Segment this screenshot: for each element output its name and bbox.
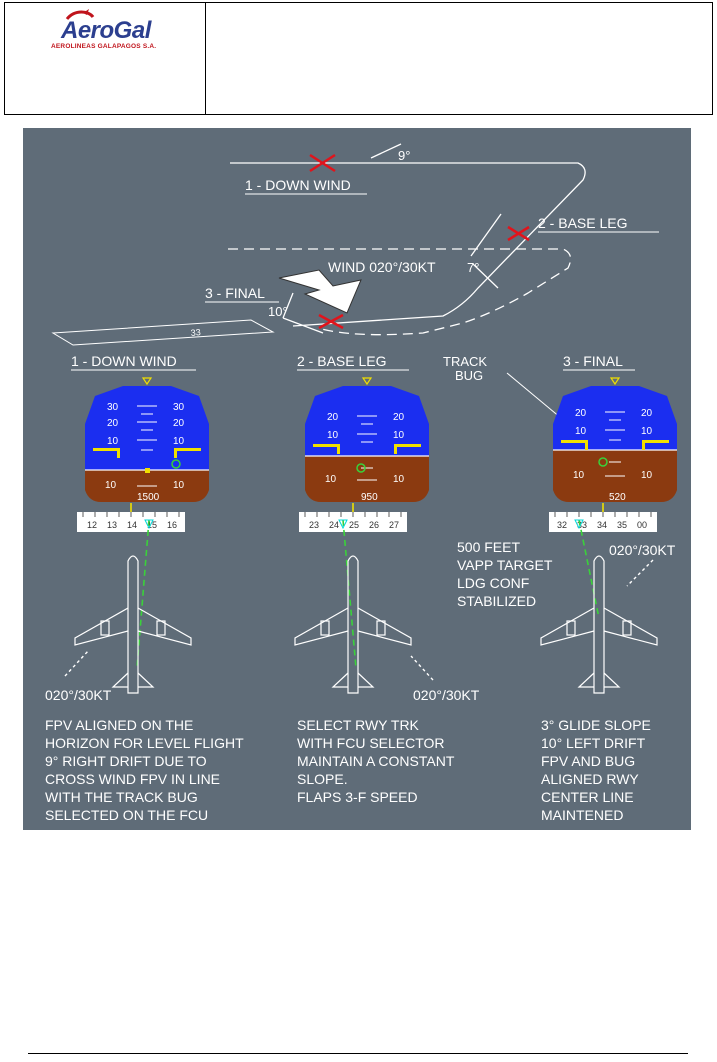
document-header: AeroGal AEROLINEAS GALAPAGOS S.A. (4, 2, 713, 115)
final-notes: 500 FEET VAPP TARGET LDG CONF STABILIZED (457, 539, 553, 609)
approach-diagram-svg: 33 1 - DOWN WIND 2 - BASE LEG 3 - FINAL … (45, 143, 677, 703)
pfd-base: 20 20 10 10 10 10 950 (305, 377, 429, 503)
svg-text:32: 32 (557, 520, 567, 530)
logo-cell: AeroGal AEROLINEAS GALAPAGOS S.A. (5, 3, 206, 114)
label-downwind: 1 - DOWN WIND (245, 177, 351, 193)
wind-arrow-base (410, 655, 434, 681)
svg-text:10: 10 (641, 470, 653, 481)
svg-text:10: 10 (173, 436, 185, 447)
heading-tape-downwind: 12 13 14 15 16 (77, 512, 185, 532)
runway-number: 33 (190, 327, 201, 338)
svg-text:13: 13 (107, 520, 117, 530)
svg-text:10: 10 (393, 474, 405, 485)
svg-text:26: 26 (369, 520, 379, 530)
svg-text:20: 20 (393, 412, 405, 423)
svg-text:30: 30 (107, 402, 119, 413)
panel-title-final: 3 - FINAL (563, 353, 623, 369)
svg-text:10: 10 (325, 474, 337, 485)
heading-tape-final: 32 33 34 35 00 (549, 512, 657, 532)
svg-text:10: 10 (641, 426, 653, 437)
logo-subtitle: AEROLINEAS GALAPAGOS S.A. (51, 43, 157, 50)
aircraft-marker-base (507, 225, 530, 242)
svg-text:30: 30 (173, 402, 185, 413)
label-angle-9: 9° (398, 148, 410, 163)
track-lines (130, 503, 604, 669)
caption-downwind: FPV ALIGNED ON THE HORIZON FOR LEVEL FLI… (45, 717, 244, 823)
svg-text:14: 14 (127, 520, 137, 530)
svg-text:20: 20 (575, 408, 587, 419)
footer-divider (28, 1053, 688, 1054)
aircraft-base (294, 555, 412, 694)
label-wind: WIND 020°/30KT (328, 259, 436, 275)
svg-text:10: 10 (173, 480, 185, 491)
logo-name: AeroGal (61, 17, 151, 44)
label-base-leg: 2 - BASE LEG (538, 215, 627, 231)
svg-text:10: 10 (573, 470, 585, 481)
pfd-altitude-final: 520 (609, 492, 626, 503)
wind-arrow (278, 269, 362, 314)
panel-title-base: 2 - BASE LEG (297, 353, 386, 369)
svg-text:20: 20 (107, 418, 119, 429)
pfd-downwind: 30 30 20 20 10 10 10 10 1500 (85, 377, 209, 503)
aircraft-final (540, 555, 658, 694)
svg-text:23: 23 (309, 520, 319, 530)
aircraft-downwind (74, 555, 192, 694)
pattern-track (228, 143, 586, 336)
wind-arrow-downwind (64, 649, 90, 677)
aircraft-marker-final (318, 313, 344, 330)
svg-text:20: 20 (173, 418, 185, 429)
svg-text:10: 10 (327, 430, 339, 441)
approach-diagram: 33 1 - DOWN WIND 2 - BASE LEG 3 - FINAL … (23, 128, 691, 830)
svg-text:15: 15 (147, 520, 157, 530)
svg-text:34: 34 (597, 520, 607, 530)
aircraft-marker-downwind (309, 153, 336, 173)
wind-label-base: 020°/30KT (413, 687, 480, 703)
svg-text:10: 10 (105, 480, 117, 491)
wind-label-final: 020°/30KT (609, 542, 676, 558)
runway (51, 319, 275, 346)
pfd-altitude-downwind: 1500 (137, 492, 160, 503)
label-final: 3 - FINAL (205, 285, 265, 301)
svg-text:25: 25 (349, 520, 359, 530)
svg-text:20: 20 (641, 408, 653, 419)
pfd-altitude-base: 950 (361, 492, 378, 503)
svg-text:33: 33 (577, 520, 587, 530)
svg-text:35: 35 (617, 520, 627, 530)
caption-base: SELECT RWY TRK WITH FCU SELECTOR MAINTAI… (297, 717, 455, 805)
wind-arrow-final (626, 559, 654, 587)
svg-text:00: 00 (637, 520, 647, 530)
svg-text:10: 10 (393, 430, 405, 441)
pfd-final: 20 20 10 10 10 10 520 (553, 377, 677, 503)
label-angle-10: 10° (268, 304, 288, 319)
aerogal-logo-mark (65, 9, 95, 21)
svg-text:20: 20 (327, 412, 339, 423)
wind-label-downwind: 020°/30KT (45, 687, 112, 703)
track-bug-label-line2: BUG (455, 368, 483, 383)
caption-final: 3° GLIDE SLOPE 10° LEFT DRIFT FPV AND BU… (541, 717, 651, 823)
panel-title-downwind: 1 - DOWN WIND (71, 353, 177, 369)
svg-text:27: 27 (389, 520, 399, 530)
svg-text:10: 10 (575, 426, 587, 437)
svg-text:12: 12 (87, 520, 97, 530)
svg-text:10: 10 (107, 436, 119, 447)
svg-text:16: 16 (167, 520, 177, 530)
label-angle-7: 7° (467, 260, 479, 275)
track-bug-label-line1: TRACK (443, 354, 487, 369)
svg-text:24: 24 (329, 520, 339, 530)
heading-tape-base: 23 24 25 26 27 (299, 512, 407, 532)
